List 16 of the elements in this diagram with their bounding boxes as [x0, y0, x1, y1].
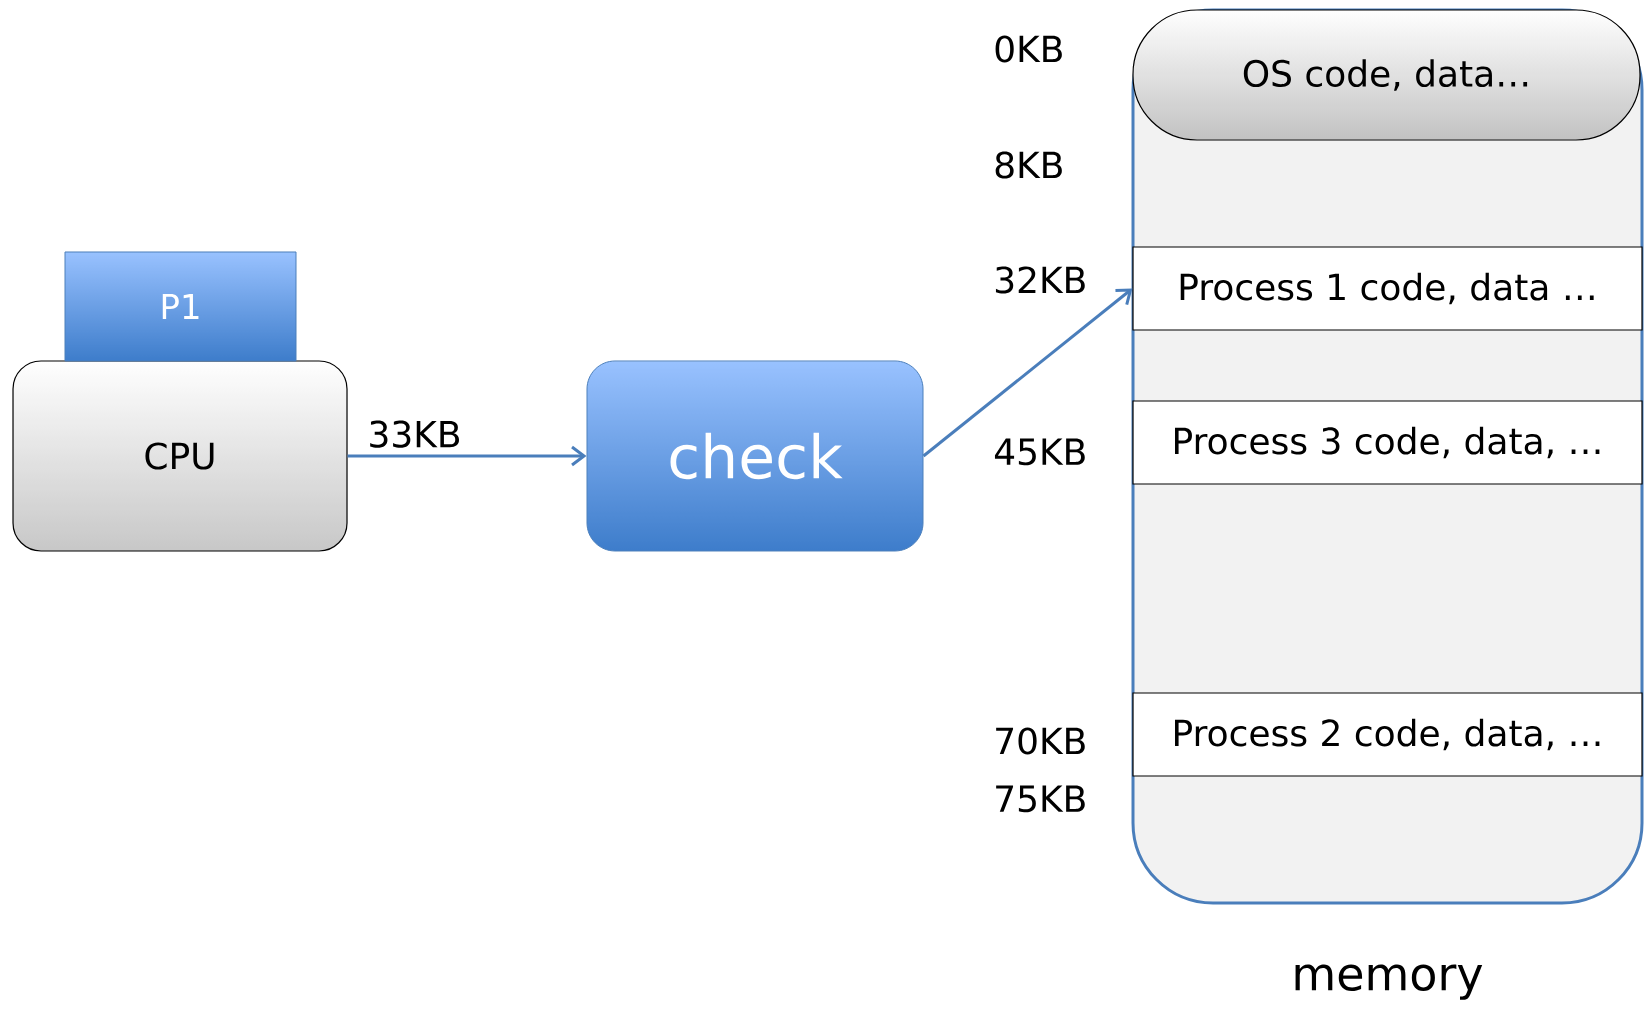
check-box: check: [586, 360, 924, 552]
process-region: Process 3 code, data, …: [1132, 400, 1643, 485]
os-region: OS code, data…: [1132, 9, 1641, 141]
process-region: Process 2 code, data, …: [1132, 692, 1643, 777]
address-label: 8KB: [995, 151, 1062, 179]
process-tab: P1: [64, 251, 297, 362]
process-region: Process 1 code, data …: [1132, 246, 1643, 331]
address-label: 0KB: [995, 35, 1062, 63]
arrow: [922, 288, 1133, 458]
address-label: 45KB: [994, 438, 1085, 466]
edge-label: 33KB: [365, 418, 464, 450]
arrow: [347, 445, 587, 467]
address-label: 32KB: [995, 266, 1085, 294]
address-label: 70KB: [996, 727, 1085, 755]
address-label: 75KB: [996, 785, 1085, 813]
node-label: memory: [1295, 964, 1483, 1000]
